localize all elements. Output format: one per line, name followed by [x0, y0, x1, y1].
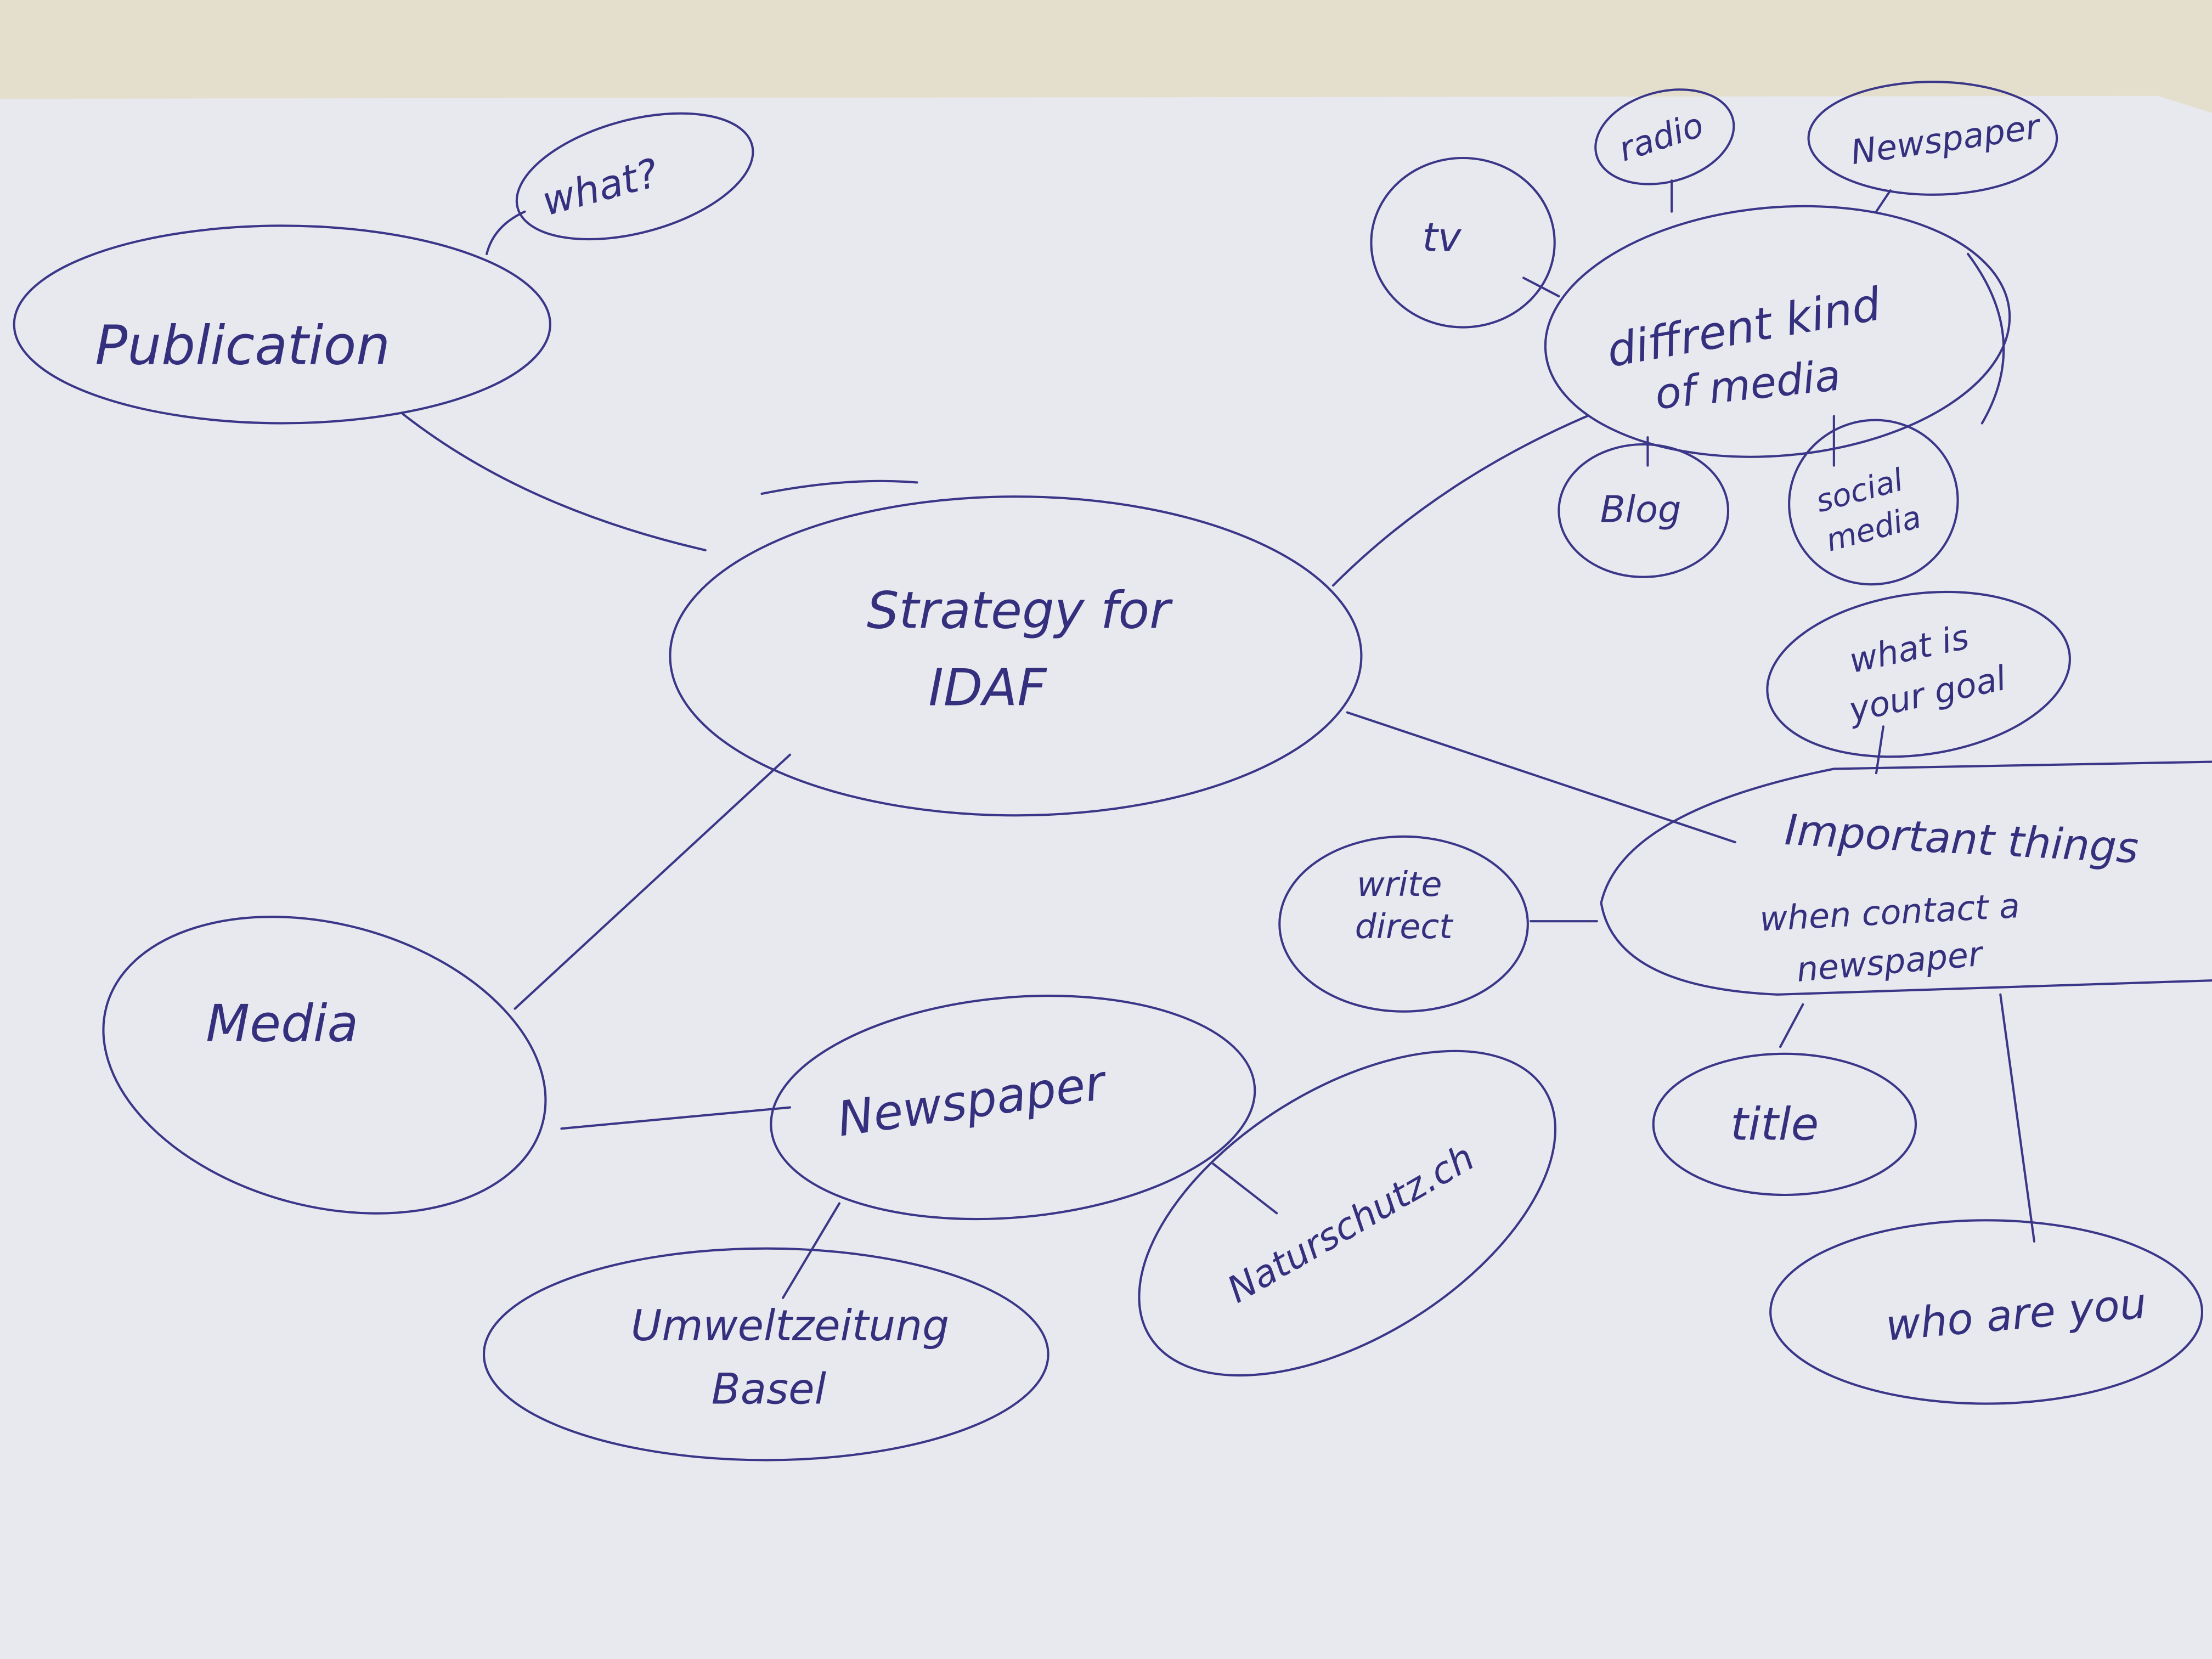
edge-title	[1779, 1003, 1804, 1048]
node-media: Media	[102, 916, 547, 1215]
center-line1: Strategy for	[867, 580, 1173, 640]
paper-sheet	[0, 95, 2212, 1659]
svg-text:Umweltzeitung: Umweltzeitung	[631, 1301, 949, 1351]
edge-who-are-you	[1999, 993, 2036, 1243]
center-line2: IDAF	[928, 658, 1047, 718]
svg-text:Media: Media	[206, 994, 358, 1053]
node-kind-of-media: diffrent kind of media	[1544, 205, 2011, 458]
node-umweltzeitung: Umweltzeitung Basel	[482, 1247, 1049, 1462]
node-important-things: Important things when contact a newspape…	[1600, 760, 2212, 996]
svg-text:direct: direct	[1355, 907, 1454, 946]
node-title: title	[1652, 1052, 1917, 1197]
node-blog: Blog	[1558, 443, 1730, 578]
svg-text:Basel: Basel	[712, 1365, 827, 1414]
svg-text:write: write	[1357, 865, 1442, 904]
svg-text:tv: tv	[1423, 215, 1462, 261]
edge-goal	[1875, 725, 1884, 775]
edge-newspaper-top	[1875, 189, 1892, 213]
edge-naturschutz	[1212, 1163, 1278, 1215]
edge-what	[486, 210, 526, 255]
svg-text:Blog: Blog	[1600, 488, 1681, 531]
node-publication: Publication	[13, 224, 551, 425]
svg-text:title: title	[1730, 1099, 1819, 1151]
node-tv: tv	[1370, 156, 1556, 329]
svg-text:Publication: Publication	[95, 314, 390, 377]
edge-important-things	[1346, 711, 1736, 844]
edge-kind-of-media	[1331, 415, 1588, 587]
edge-media	[514, 753, 792, 1010]
node-write-direct: write direct	[1278, 835, 1529, 1013]
edge-publication	[400, 412, 707, 551]
edge-newspaper	[560, 1106, 792, 1130]
node-center: Strategy for IDAF	[669, 479, 1363, 817]
